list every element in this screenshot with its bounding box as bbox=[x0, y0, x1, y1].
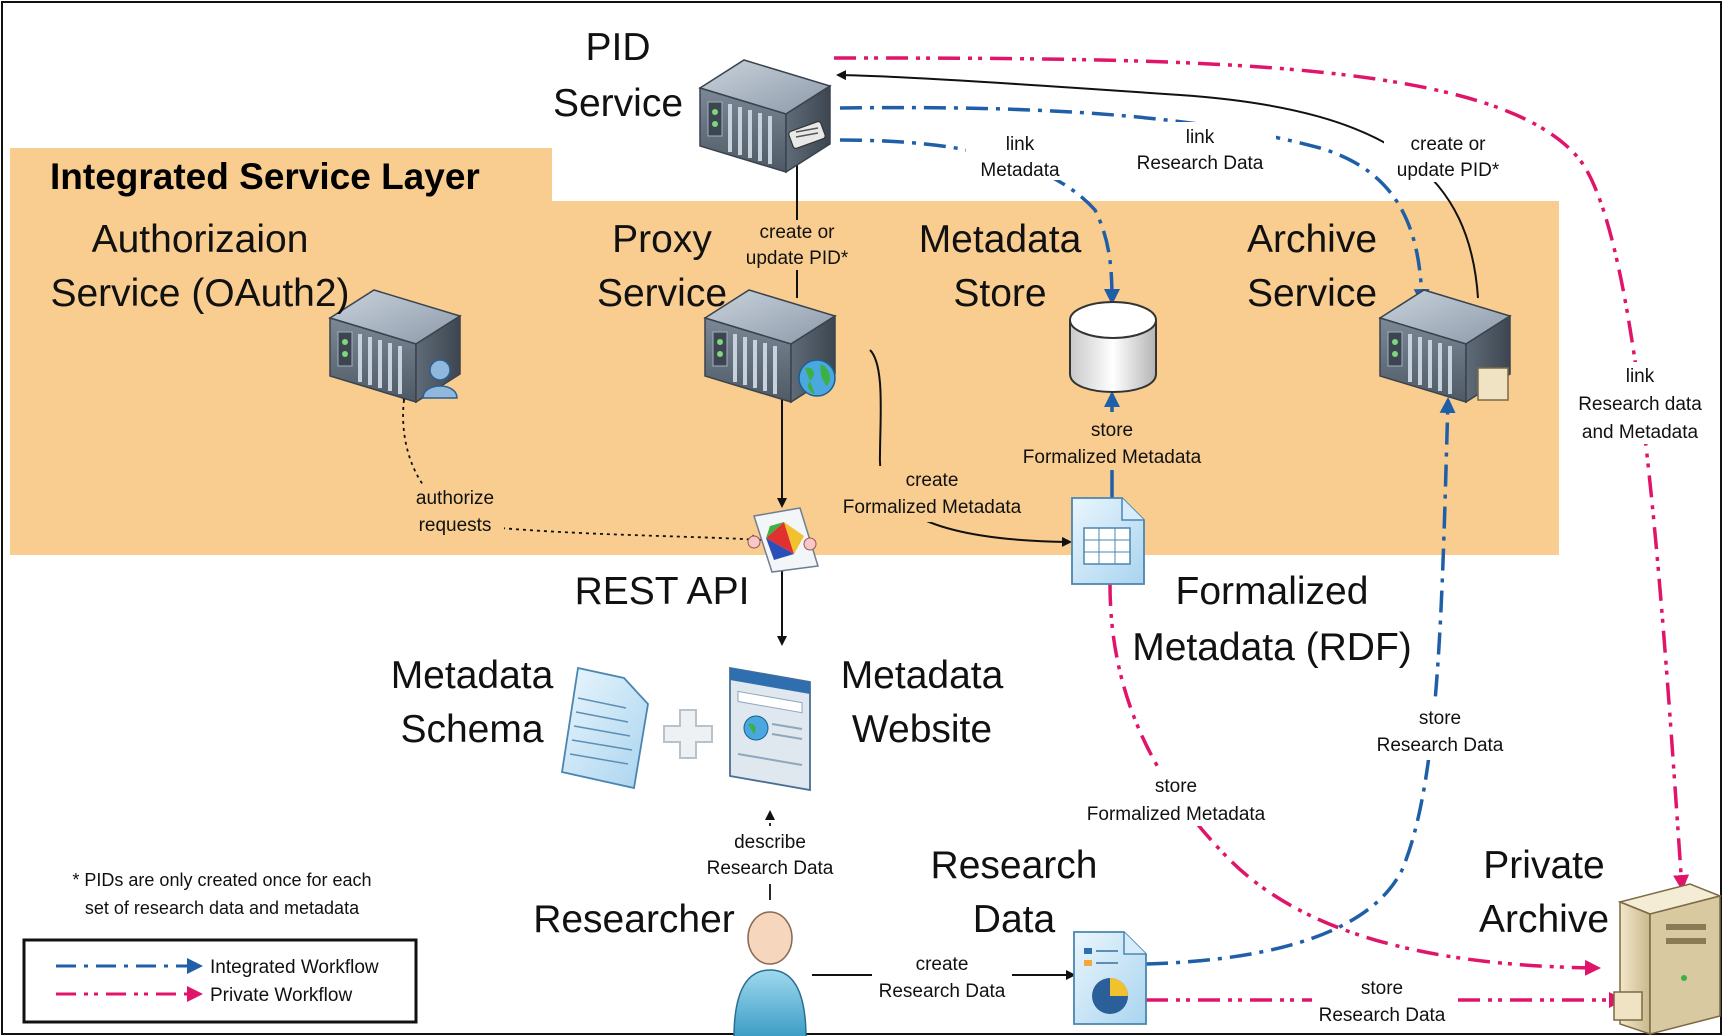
proxy-to-pid-label-1: create or bbox=[760, 222, 836, 243]
server-certificate-icon bbox=[698, 58, 832, 174]
spreadsheet-document-icon bbox=[1071, 497, 1145, 585]
server-globe-icon bbox=[703, 288, 837, 404]
legend: Integrated Workflow Private Workflow bbox=[22, 938, 418, 1024]
footnote-line-1: * PIDs are only created once for each bbox=[72, 870, 371, 890]
store-formalized-label-bg bbox=[1006, 412, 1218, 470]
layer-title: Integrated Service Layer bbox=[50, 156, 480, 197]
store-formalized-private-arrow bbox=[1108, 583, 1601, 976]
store-formalized-private-label-1: store bbox=[1155, 776, 1197, 797]
create-formalized-label-1: create bbox=[906, 470, 959, 491]
database-icon bbox=[1069, 301, 1157, 393]
footnote-line-2: set of research data and metadata bbox=[85, 898, 360, 918]
create-formalized-label-bg bbox=[830, 466, 1034, 522]
store-formalized-integrated-label-1: store bbox=[1091, 420, 1133, 441]
pid-link-metadata-label-1: link bbox=[1006, 134, 1035, 155]
pid-link-private-label-2: Research data bbox=[1578, 394, 1702, 415]
private-archive-label-1: Private bbox=[1483, 844, 1604, 887]
server-user-icon bbox=[328, 288, 462, 404]
store-formalized-private-label-bg bbox=[1070, 770, 1282, 826]
create-formalized-label-2: Formalized Metadata bbox=[843, 497, 1022, 518]
metadata-store-label-1: Metadata bbox=[919, 218, 1082, 261]
formalized-metadata-label-1: Formalized bbox=[1176, 570, 1369, 613]
create-research-data-label-1: create bbox=[916, 954, 969, 975]
pid-link-metadata-label-2: Metadata bbox=[980, 160, 1060, 181]
link-metadata-label-bg bbox=[966, 128, 1074, 180]
pid-link-private-arrow bbox=[833, 56, 1690, 891]
private-archive-label-2: Archive bbox=[1479, 898, 1609, 941]
pid-link-research-data-label-1: link bbox=[1186, 127, 1215, 148]
store-research-integrated-label-1: store bbox=[1419, 708, 1461, 729]
store-research-private-label-1: store bbox=[1361, 978, 1403, 999]
legend-private-label: Private Workflow bbox=[210, 985, 352, 1006]
proxy-pid-label-bg bbox=[738, 220, 856, 270]
authorize-requests-label-1: authorize bbox=[416, 488, 494, 509]
document-icon bbox=[560, 666, 649, 790]
pid-service-label-1: PID bbox=[585, 26, 650, 69]
archive-to-pid-label-2: update PID* bbox=[1397, 160, 1500, 181]
report-document-icon bbox=[1073, 931, 1147, 1025]
store-research-private-label-bg bbox=[1312, 976, 1452, 1026]
store-formalized-private-label-2: Formalized Metadata bbox=[1087, 804, 1266, 825]
plus-icon bbox=[663, 709, 713, 759]
metadata-schema-label-1: Metadata bbox=[391, 654, 554, 697]
legend-integrated-label: Integrated Workflow bbox=[210, 957, 379, 978]
pid-service-label-2: Service bbox=[553, 82, 683, 125]
create-research-label-bg bbox=[872, 952, 1012, 1006]
store-research-integrated-arrow bbox=[1145, 397, 1456, 966]
describe-label-bg bbox=[700, 828, 842, 884]
authorize-label-bg bbox=[404, 484, 504, 540]
metadata-website-label-1: Metadata bbox=[841, 654, 1004, 697]
proxy-service-label-2: Service bbox=[597, 272, 727, 315]
web-page-icon bbox=[729, 666, 811, 792]
archive-pid-label-bg bbox=[1384, 130, 1512, 182]
legend-box bbox=[22, 938, 418, 1024]
archive-to-pid-label-1: create or bbox=[1411, 134, 1487, 155]
metadata-schema-label-2: Schema bbox=[400, 708, 543, 751]
store-research-integrated-label-2: Research Data bbox=[1377, 735, 1504, 756]
desktop-computer-icon bbox=[1613, 883, 1723, 1036]
formalized-metadata-label-2: Metadata (RDF) bbox=[1132, 626, 1412, 669]
link-research-label-bg bbox=[1126, 122, 1276, 174]
user-icon bbox=[733, 911, 807, 1036]
archive-service-label-1: Archive bbox=[1247, 218, 1377, 261]
authorization-service-label-2: Service (OAuth2) bbox=[50, 272, 349, 315]
research-data-label-1: Research bbox=[931, 844, 1098, 887]
pid-link-research-data-label-2: Research Data bbox=[1137, 153, 1264, 174]
metadata-website-label-2: Website bbox=[852, 708, 992, 751]
research-data-label-2: Data bbox=[973, 898, 1056, 941]
archive-to-pid-arrow bbox=[836, 70, 1479, 299]
link-private-label-bg bbox=[1570, 362, 1710, 444]
server-folder-icon bbox=[1378, 288, 1512, 404]
pid-link-private-label-1: link bbox=[1626, 366, 1655, 387]
proxy-to-pid-label-2: update PID* bbox=[746, 248, 849, 269]
api-icon bbox=[747, 507, 819, 573]
researcher-label: Researcher bbox=[533, 898, 735, 941]
store-research-private-label-2: Research Data bbox=[1319, 1005, 1446, 1026]
authorize-requests-label-2: requests bbox=[419, 515, 492, 536]
authorization-service-label-1: Authorizaion bbox=[92, 218, 309, 261]
describe-research-data-label-2: Research Data bbox=[707, 858, 834, 879]
describe-research-data-label-1: describe bbox=[734, 832, 806, 853]
proxy-service-label-1: Proxy bbox=[612, 218, 712, 261]
archive-service-label-2: Service bbox=[1247, 272, 1377, 315]
pid-link-private-label-3: and Metadata bbox=[1582, 422, 1699, 443]
rest-api-label: REST API bbox=[575, 570, 750, 613]
metadata-store-label-2: Store bbox=[953, 272, 1046, 315]
pid-link-metadata-arrow bbox=[839, 138, 1120, 305]
store-formalized-integrated-label-2: Formalized Metadata bbox=[1023, 447, 1202, 468]
store-research-integrated-label-bg bbox=[1370, 704, 1510, 760]
create-research-data-label-2: Research Data bbox=[879, 981, 1006, 1002]
